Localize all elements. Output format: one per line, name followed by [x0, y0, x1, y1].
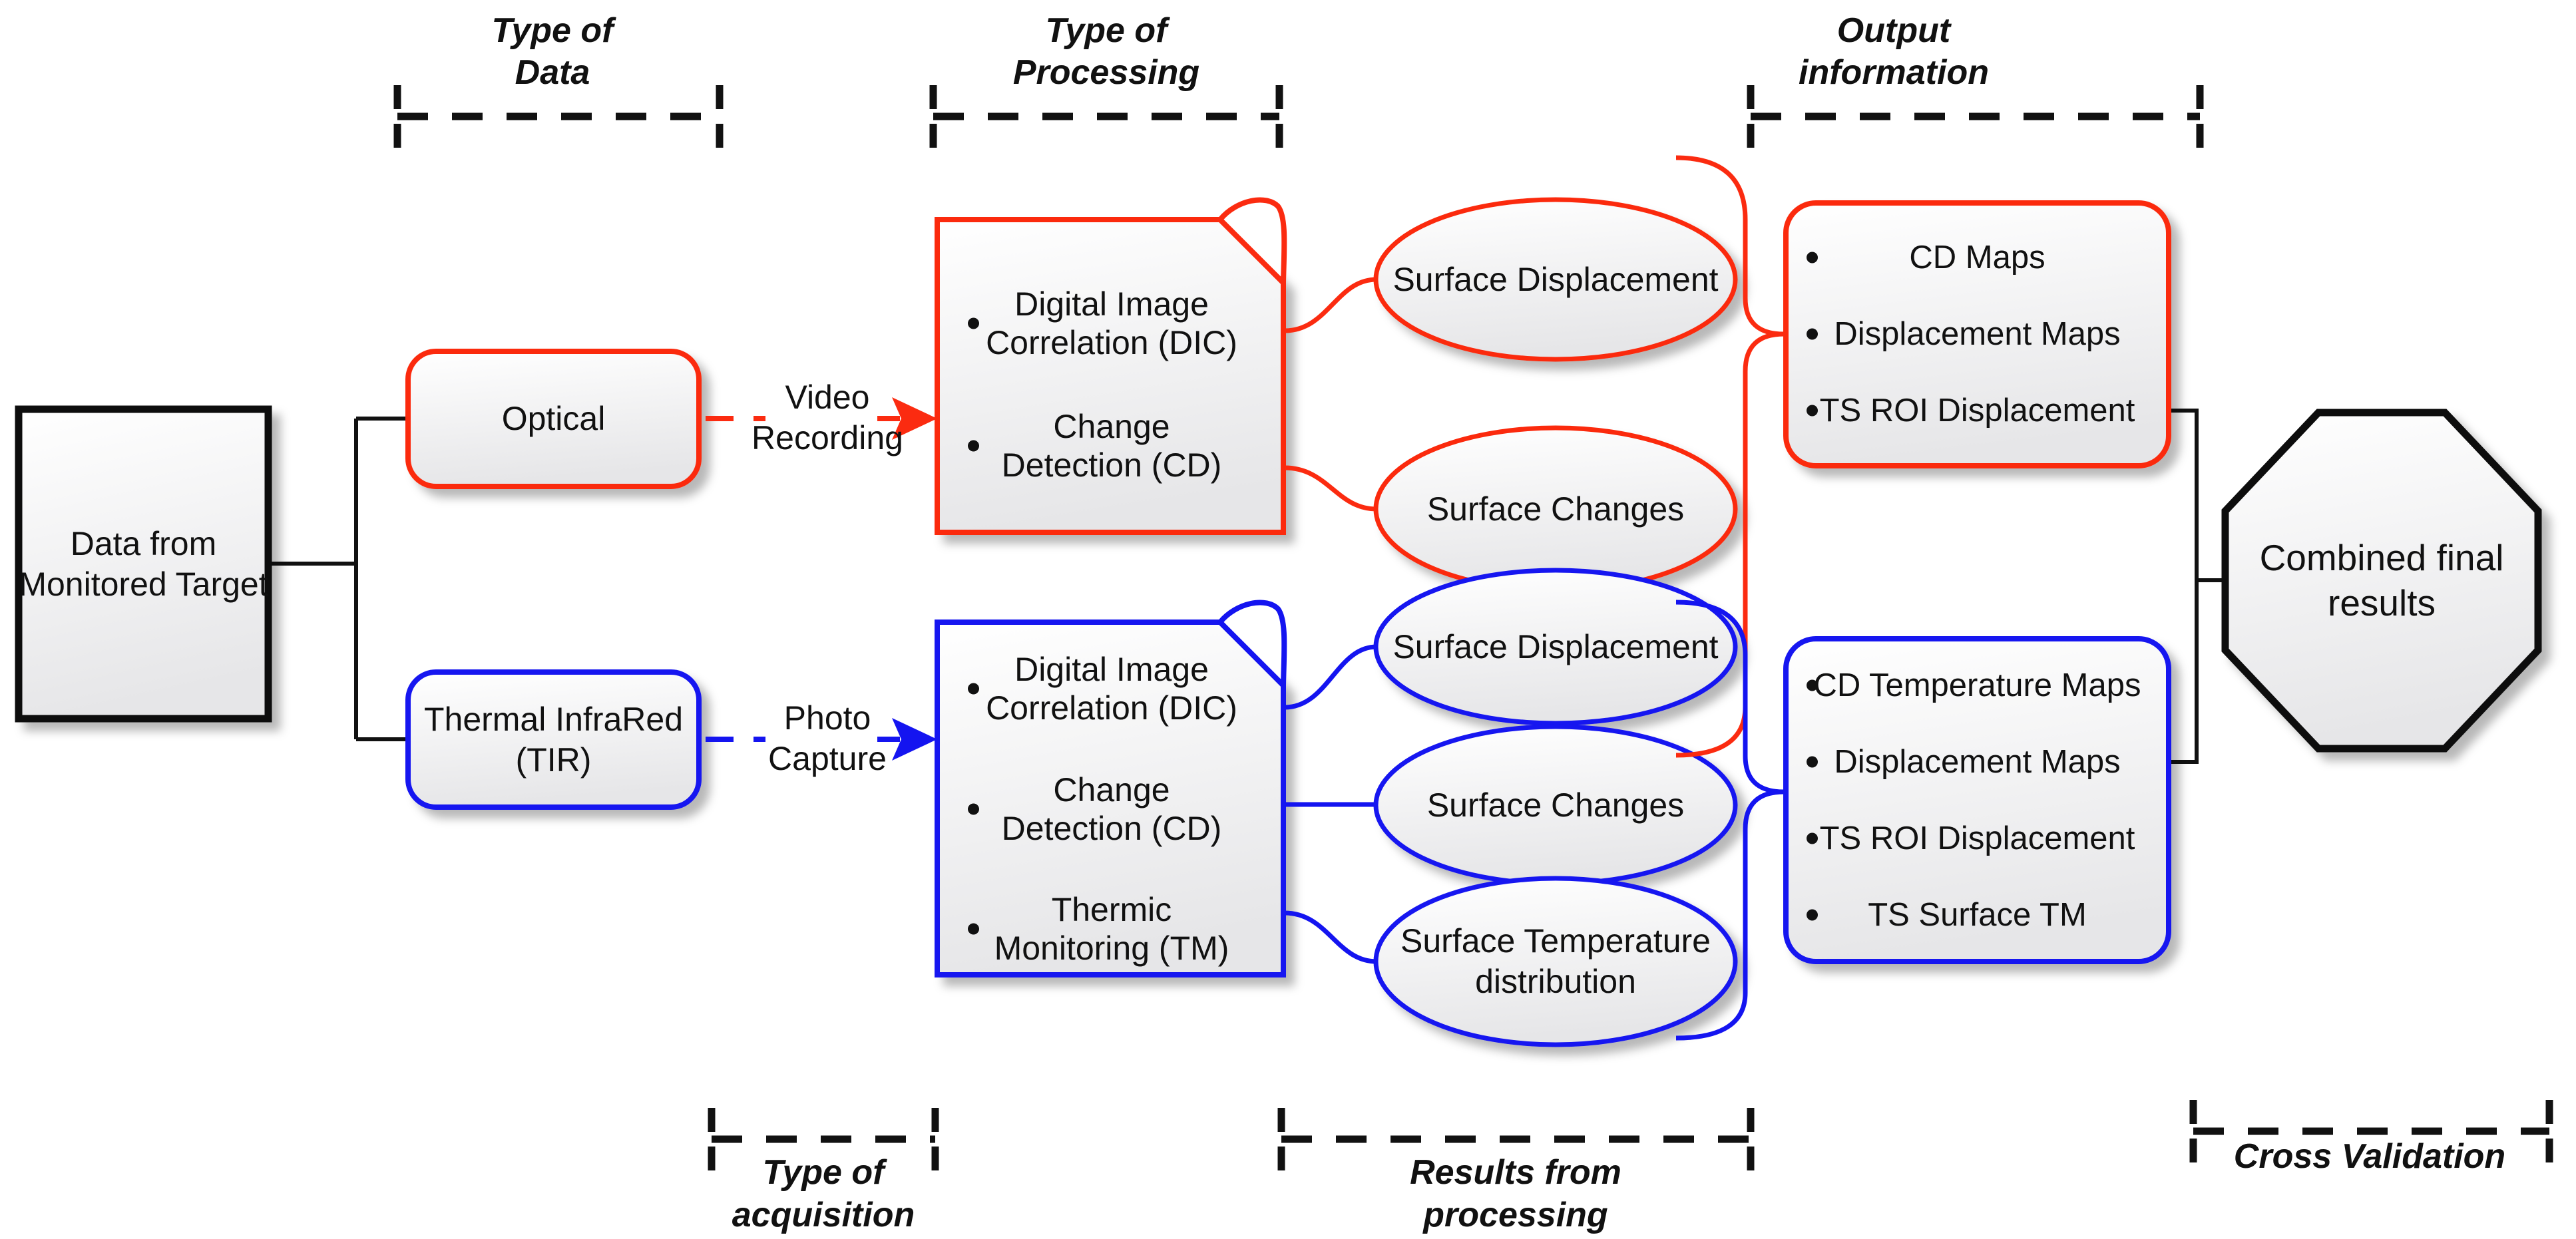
bullet-icon — [968, 440, 979, 451]
bullet-icon — [1807, 756, 1818, 768]
thermal-temperature-ellipse-shape — [1373, 876, 1738, 1047]
bullet-icon — [1807, 909, 1818, 921]
thermal-arrowhead-icon — [892, 718, 937, 761]
thermal-processing-doc-shape — [935, 620, 1286, 977]
optical-result-ellipse-label: Surface Displacement — [1393, 260, 1719, 298]
optical-box-shape — [405, 349, 702, 489]
optical-output-item-label: CD Maps — [1909, 240, 2045, 275]
bullet-icon — [968, 923, 979, 934]
optical-processing-item: Change Detection (CD) — [948, 401, 1275, 490]
thermal-result-ellipse-label: Surface Temperature distribution — [1400, 922, 1711, 1000]
cross-validation-bracket-ticks — [2189, 1100, 2553, 1162]
results-from-processing-bracket-ticks — [1277, 1108, 1755, 1170]
thermal-output-item-label: CD Temperature Maps — [1813, 667, 2141, 703]
outputs-to-final-connector — [2169, 409, 2225, 764]
thermal-processing-item: Thermic Monitoring (TM) — [948, 884, 1275, 974]
output-information-bracket-ticks — [1747, 85, 2204, 148]
thermal-output-item-label: TS ROI Displacement — [1819, 820, 2135, 856]
thermal-result-ellipse-label: Surface Changes — [1426, 786, 1685, 824]
optical-processing-item-label: Change Detection (CD) — [1001, 407, 1222, 484]
optical-doc-fold-icon — [1216, 197, 1287, 289]
thermal-output-item-label: Displacement Maps — [1834, 744, 2121, 780]
thermal-doc-fold-icon — [1216, 600, 1287, 692]
thermal-result-ellipse-label: Surface Displacement — [1393, 627, 1719, 665]
bullet-icon — [1807, 832, 1818, 844]
stage-label-results-from-processing: Results from processing — [1410, 1153, 1621, 1234]
optical-output-item: CD Maps — [1796, 233, 2159, 282]
bullet-icon — [968, 683, 979, 694]
thermal-doc-to-displacement-connector — [1284, 644, 1377, 710]
photo-capture-label: Photo Capture — [768, 699, 887, 777]
optical-doc-to-displacement-connector — [1284, 277, 1377, 333]
bullet-icon — [1807, 328, 1818, 340]
thermal-doc-to-temperature-connector — [1284, 910, 1377, 964]
bullet-icon — [968, 803, 979, 814]
optical-box-label: Optical — [501, 400, 606, 437]
source-box-shape — [15, 405, 272, 723]
stage-label-output-information: Output information — [1799, 11, 1989, 92]
thermal-displacement-ellipse-shape — [1373, 568, 1738, 726]
optical-result-ellipse-label: Surface Changes — [1426, 490, 1685, 528]
thermal-output-box-shape — [1783, 636, 2171, 964]
bullet-icon — [968, 317, 979, 329]
stage-label-type-of-data: Type of Data — [491, 11, 614, 92]
optical-output-item: TS ROI Displacement — [1796, 386, 2159, 435]
optical-processing-item-label: Digital Image Correlation (DIC) — [986, 285, 1237, 361]
optical-displacement-ellipse-shape — [1373, 197, 1738, 362]
source-branch-connector — [268, 417, 408, 741]
thermal-processing-item: Digital Image Correlation (DIC) — [948, 643, 1275, 733]
thermal-output-item: Displacement Maps — [1796, 737, 2159, 787]
optical-processing-item: Digital Image Correlation (DIC) — [948, 278, 1275, 368]
bullet-icon — [1807, 405, 1818, 417]
thermal-box-label: Thermal InfraRed (TIR) — [423, 700, 684, 779]
optical-doc-to-changes-connector — [1284, 465, 1377, 512]
thermal-processing-item-label: Change Detection (CD) — [1001, 771, 1222, 847]
thermal-output-item: TS Surface TM — [1796, 890, 2159, 940]
final-octagon-shape — [2221, 409, 2542, 753]
bullet-icon — [1807, 679, 1818, 691]
optical-arrowhead-icon — [892, 397, 937, 440]
type-of-data-bracket-ticks — [393, 85, 724, 148]
stage-label-type-of-acquisition: Type of acquisition — [732, 1153, 915, 1234]
thermal-output-item-label: TS Surface TM — [1868, 897, 2087, 933]
optical-output-box-shape — [1783, 200, 2171, 468]
optical-output-item-label: TS ROI Displacement — [1819, 393, 2135, 429]
thermal-output-item: TS ROI Displacement — [1796, 814, 2159, 863]
final-octagon-label: Combined final results — [2259, 537, 2504, 623]
type-of-acquisition-bracket-ticks — [708, 1108, 939, 1170]
stage-label-type-of-processing: Type of Processing — [1012, 11, 1200, 92]
thermal-processing-item: Change Detection (CD) — [948, 764, 1275, 854]
thermal-box-shape — [405, 669, 702, 810]
thermal-processing-item-label: Digital Image Correlation (DIC) — [986, 650, 1237, 727]
optical-output-item: Displacement Maps — [1796, 309, 2159, 359]
stage-label-cross-validation: Cross Validation — [2233, 1137, 2506, 1176]
optical-output-item-label: Displacement Maps — [1834, 316, 2121, 352]
type-of-processing-bracket-ticks — [929, 85, 1283, 148]
thermal-output-item: CD Temperature Maps — [1796, 661, 2159, 710]
thermal-processing-item-label: Thermic Monitoring (TM) — [994, 890, 1229, 967]
video-recording-label: Video Recording — [751, 379, 903, 456]
optical-processing-doc-shape — [935, 217, 1286, 535]
bullet-icon — [1807, 252, 1818, 264]
source-box-label: Data from Monitored Target — [19, 524, 268, 603]
